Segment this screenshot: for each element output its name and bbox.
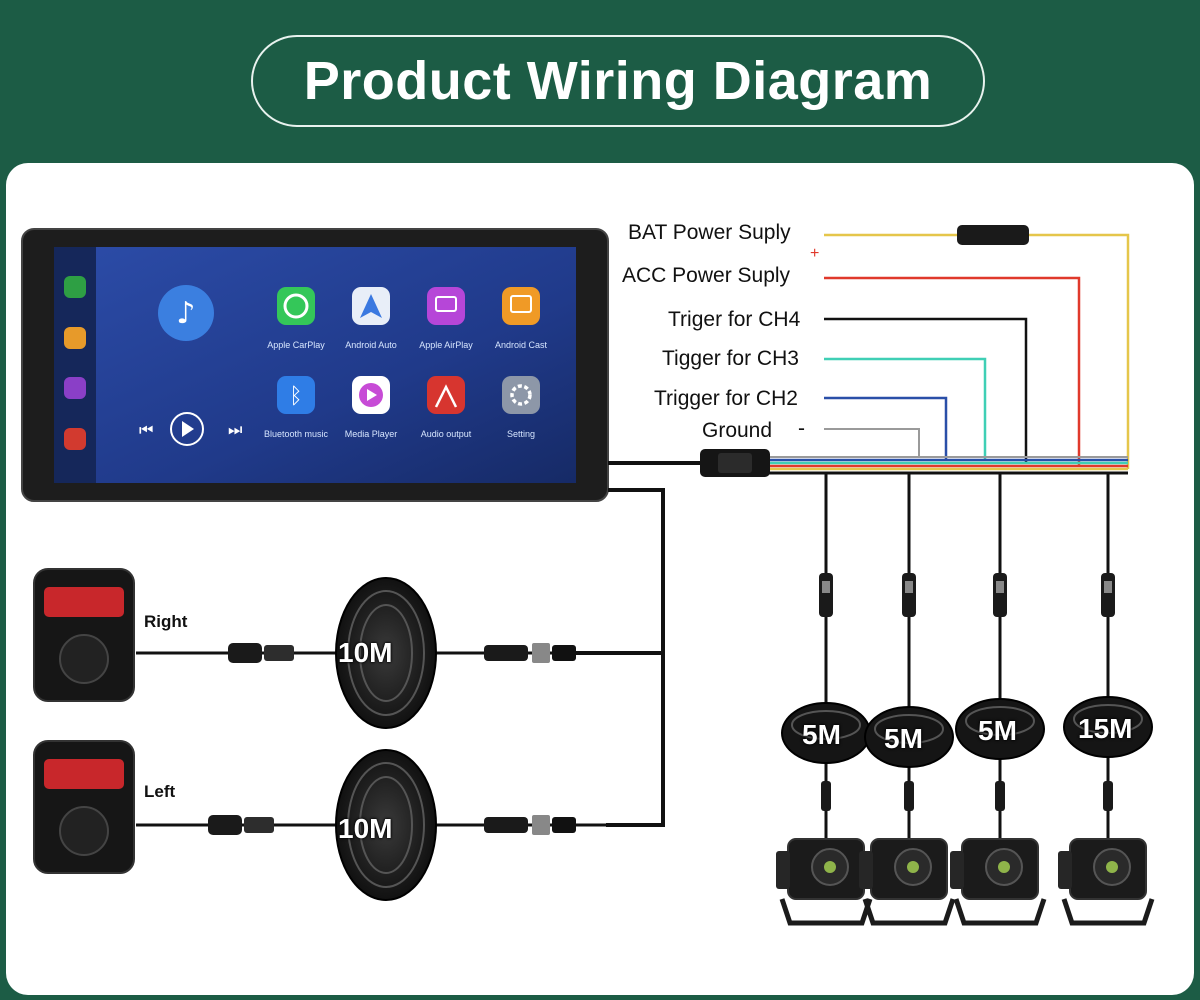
bluetooth-icon[interactable] [277, 376, 315, 414]
app-label-settings: Setting [507, 429, 535, 439]
fuse-holder [957, 225, 1029, 245]
previous-icon[interactable]: ⏮ [139, 420, 153, 439]
settings-icon[interactable] [502, 376, 540, 414]
label-ground: Ground [702, 419, 773, 442]
diagram-canvas: ♪ ⏮ ⏭ Apple CarPlay Android Auto Apple A… [21, 225, 1155, 926]
camera-3-cable-length: 5M [978, 715, 1017, 746]
left-speaker-light [44, 759, 124, 789]
label-ch4-trigger: Triger for CH4 [668, 308, 801, 331]
camera-2-bracket [862, 898, 956, 926]
camera-3-plug [995, 781, 1005, 811]
power-icon[interactable] [64, 428, 86, 450]
app-label-android-auto: Android Auto [345, 340, 397, 350]
speaker-right-label: Right [144, 612, 188, 631]
title-pill: Product Wiring Diagram [251, 35, 985, 127]
carplay-icon[interactable] [277, 287, 315, 325]
camera-2-cable-length: 5M [884, 723, 923, 754]
camera-1-bracket [779, 898, 873, 926]
svg-text:ᛒ: ᛒ [289, 384, 302, 409]
volume-icon[interactable] [64, 377, 86, 399]
speaker-left [33, 740, 135, 874]
camera-3-cable-coil [955, 698, 1045, 760]
camera-3-inline-connector [993, 573, 1007, 617]
ch4-wire [824, 317, 1028, 462]
left-connector-b [484, 817, 528, 833]
speaker-left-label: Left [144, 782, 176, 801]
label-acc-power: ACC Power Suply [622, 264, 791, 287]
label-plus-sign: + [810, 245, 820, 262]
play-button[interactable] [170, 412, 204, 446]
app-label-bluetooth: Bluetooth music [264, 429, 329, 439]
camera-4-cable-coil [1063, 696, 1153, 758]
app-label-android-cast: Android Cast [495, 340, 548, 350]
camera-1-plug [821, 781, 831, 811]
camera-4-plug [1103, 781, 1113, 811]
diagram-panel: ♪ ⏮ ⏭ Apple CarPlay Android Auto Apple A… [6, 163, 1194, 995]
ch3-wire [824, 357, 987, 460]
right-connector-b [484, 645, 528, 661]
right-speaker-grille [59, 634, 109, 684]
left-cable-coil [335, 749, 437, 901]
camera-branches [776, 473, 1155, 926]
camera-2-inline-connector [902, 573, 916, 617]
app-label-media-player: Media Player [345, 429, 398, 439]
home-icon[interactable] [64, 276, 86, 298]
camera-2-plug [904, 781, 914, 811]
camera-4-bracket [1061, 898, 1155, 926]
right-cable-length: 10M [338, 637, 393, 668]
camera-3-bracket [953, 898, 1047, 926]
page-title: Product Wiring Diagram [303, 51, 933, 111]
app-label-airplay: Apple AirPlay [419, 340, 473, 350]
right-cable-coil [335, 577, 437, 729]
label-bat-power: BAT Power Suply [628, 221, 791, 244]
audio-output-icon[interactable] [427, 376, 465, 414]
monitor: ♪ ⏮ ⏭ Apple CarPlay Android Auto Apple A… [21, 228, 609, 502]
app-label-carplay: Apple CarPlay [267, 340, 325, 350]
right-connector-a [228, 643, 262, 663]
camera-1-cable-length: 5M [802, 719, 841, 750]
left-connector-a [208, 815, 242, 835]
music-icon[interactable] [158, 285, 214, 341]
right-speaker-light [44, 587, 124, 617]
android-cast-icon[interactable] [502, 287, 540, 325]
camera-4-cable-length: 15M [1078, 713, 1133, 744]
label-minus-sign: - [798, 417, 805, 440]
ground-wire [824, 428, 920, 457]
speaker-right [33, 568, 135, 702]
camera-1-inline-connector [819, 573, 833, 617]
camera-2-cable-coil [864, 706, 954, 768]
monitor-screen [54, 247, 576, 483]
brightness-icon[interactable] [64, 327, 86, 349]
bat-wire [824, 233, 1130, 469]
ch2-wire [824, 396, 948, 459]
left-cable-length: 10M [338, 813, 393, 844]
speaker-cabling [136, 488, 665, 901]
label-ch3-trigger: Tigger for CH3 [662, 347, 799, 370]
power-wires [608, 225, 1130, 477]
airplay-icon[interactable] [427, 287, 465, 325]
svg-text:♪: ♪ [176, 296, 195, 331]
label-ch2-trigger: Trigger for CH2 [654, 387, 798, 410]
left-speaker-grille [59, 806, 109, 856]
next-icon[interactable]: ⏭ [228, 420, 242, 439]
camera-4-inline-connector [1101, 573, 1115, 617]
app-label-audio-output: Audio output [421, 429, 472, 439]
acc-wire [824, 276, 1081, 465]
